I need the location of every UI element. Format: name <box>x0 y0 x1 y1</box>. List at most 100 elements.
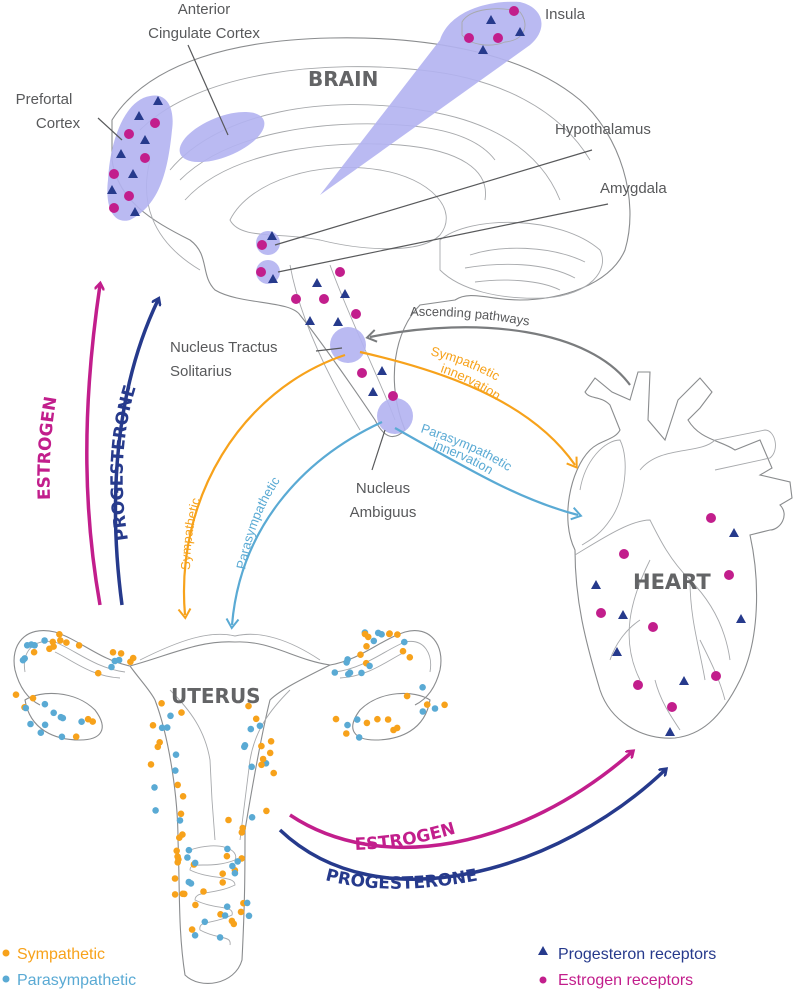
progesterone-arrow-heart <box>278 770 665 881</box>
parasympathetic-nerve-dot <box>366 662 373 670</box>
sympathetic-nerve-dot <box>200 888 207 895</box>
sympathetic-nerve-dot <box>84 715 92 723</box>
estrogen-receptor-marker <box>509 6 519 16</box>
parasympathetic-nerve-dot <box>229 862 236 870</box>
sympathetic-nerve-dot <box>403 692 411 700</box>
progesterone-receptor-marker <box>368 387 378 396</box>
sympathetic-nerve-dot <box>423 701 431 708</box>
parasympathetic-nerve-dot <box>344 721 351 729</box>
label-amygdala: Amygdala <box>600 180 667 197</box>
progesterone-receptor-marker <box>128 169 138 178</box>
parasympathetic-nerve-dot <box>248 814 256 821</box>
parasympathetic-nerve-dot <box>345 670 352 678</box>
parasympathetic-nerve-dot <box>243 899 251 907</box>
legend-estrogen-label: Estrogen receptors <box>558 972 693 989</box>
sympathetic-nerve-dot <box>192 901 199 909</box>
parasympathetic-nerve-dot <box>223 903 231 910</box>
estrogen-receptor-marker <box>464 33 474 43</box>
label-prefrontal-line2: Cortex <box>36 115 81 132</box>
parasympathetic-nerve-dot <box>216 934 224 941</box>
uterus-nerve-dots <box>12 629 448 941</box>
thalamus <box>229 167 447 250</box>
ambiguus-region <box>377 398 413 434</box>
nts-region <box>330 327 366 363</box>
sympathetic-nerve-dot <box>363 643 370 650</box>
sympathetic-nerve-dot <box>178 709 185 716</box>
parasympathetic-nerve-dot <box>355 734 363 741</box>
sympathetic-nerve-dot <box>179 793 187 800</box>
parasympathetic-innervation-arrow <box>394 427 583 521</box>
ascending-pathways-arrow <box>365 326 631 386</box>
sympathetic-nerve-dot <box>267 738 275 745</box>
parasympathetic-nerve-dot <box>41 721 49 729</box>
uterus-title: UTERUS <box>171 684 261 708</box>
progesterone-receptor-marker <box>140 135 150 144</box>
left-fallopian-tube <box>13 630 131 706</box>
sympathetic-nerve-dot <box>176 834 183 841</box>
estrogen-receptor-marker <box>109 203 119 213</box>
progesterone-receptor-marker <box>591 580 601 589</box>
parasympathetic-nerve-dot <box>28 641 35 648</box>
sympathetic-label: Sympathetic <box>178 496 203 570</box>
left-ovary <box>24 692 103 741</box>
parasympathetic-nerve-dot <box>108 663 115 671</box>
sympathetic-nerve-dot <box>171 875 179 882</box>
anterior-cingulate-region <box>179 111 265 163</box>
coronary-artery <box>574 519 731 731</box>
legend-estrogen-dot <box>539 976 547 984</box>
sympathetic-nerve-dot <box>394 631 401 638</box>
sympathetic-nerve-dot <box>12 691 20 698</box>
sympathetic-nerve-dot <box>179 890 186 898</box>
progesterone-receptor-marker <box>153 96 163 105</box>
progesterone-receptor-marker <box>665 727 675 736</box>
parasympathetic-nerve-dot <box>59 714 67 722</box>
parasympathetic-nerve-dot <box>152 807 159 814</box>
brain-title: BRAIN <box>308 67 378 91</box>
sympathetic-nerve-dot <box>129 654 137 662</box>
parasympathetic-nerve-dot <box>158 724 166 732</box>
sympathetic-nerve-dot <box>258 742 265 750</box>
parasympathetic-nerve-dot <box>176 817 184 824</box>
sympathetic-nerve-dot <box>245 702 252 710</box>
heart-receptors <box>591 513 746 736</box>
parasympathetic-nerve-dot <box>221 912 229 919</box>
sympathetic-nerve-dot <box>57 637 64 644</box>
leader-prefrontal <box>97 117 123 141</box>
estrogen-receptor-marker <box>711 671 721 681</box>
uterus-illustration <box>12 629 448 984</box>
parasympathetic-nerve-dot <box>41 700 49 708</box>
insula-gyrus <box>461 8 526 46</box>
heart-title: HEART <box>633 570 711 594</box>
progesterone-receptor-marker <box>612 647 622 656</box>
progesterone-receptor-marker <box>515 27 525 36</box>
progesterone-receptor-marker <box>268 274 278 283</box>
progesterone-receptor-marker <box>130 207 140 216</box>
aorta <box>639 429 776 471</box>
parasympathetic-nerve-dot <box>111 657 119 665</box>
sympathetic-nerve-dot <box>258 761 265 769</box>
estrogen-receptor-marker <box>256 267 266 277</box>
label-acc-line2: Cingulate Cortex <box>148 25 260 42</box>
legend-nerves: Sympathetic Parasympathetic <box>2 946 136 989</box>
sympathetic-arrow-uterus <box>177 353 346 620</box>
legend-receptors: Progesteron receptors Estrogen receptors <box>538 946 716 989</box>
parasympathetic-nerve-dot <box>234 858 241 865</box>
sympathetic-nerve-dot <box>171 891 179 898</box>
right-fallopian-tube <box>329 630 442 706</box>
progesterone-receptor-marker <box>377 366 387 375</box>
parasympathetic-nerve-dot <box>353 716 361 723</box>
parasympathetic-nerve-dot <box>163 724 171 731</box>
estrogen-receptor-marker <box>335 267 345 277</box>
legend-sympathetic-label: Sympathetic <box>17 946 105 963</box>
parasympathetic-nerve-dot <box>419 708 427 715</box>
progesterone-receptor-marker <box>340 289 350 298</box>
sympathetic-nerve-dot <box>357 651 364 658</box>
sympathetic-nerve-dot <box>259 755 267 763</box>
estrogen-receptor-marker <box>124 129 134 139</box>
label-ambiguus-line1: Nucleus <box>356 480 410 497</box>
estrogen-arrow-up <box>85 285 100 606</box>
sympathetic-nerve-dot <box>63 639 70 646</box>
parasympathetic-nerve-dot <box>419 684 426 691</box>
estrogen-receptor-marker <box>706 513 716 523</box>
estrogen-receptor-marker <box>724 570 734 580</box>
